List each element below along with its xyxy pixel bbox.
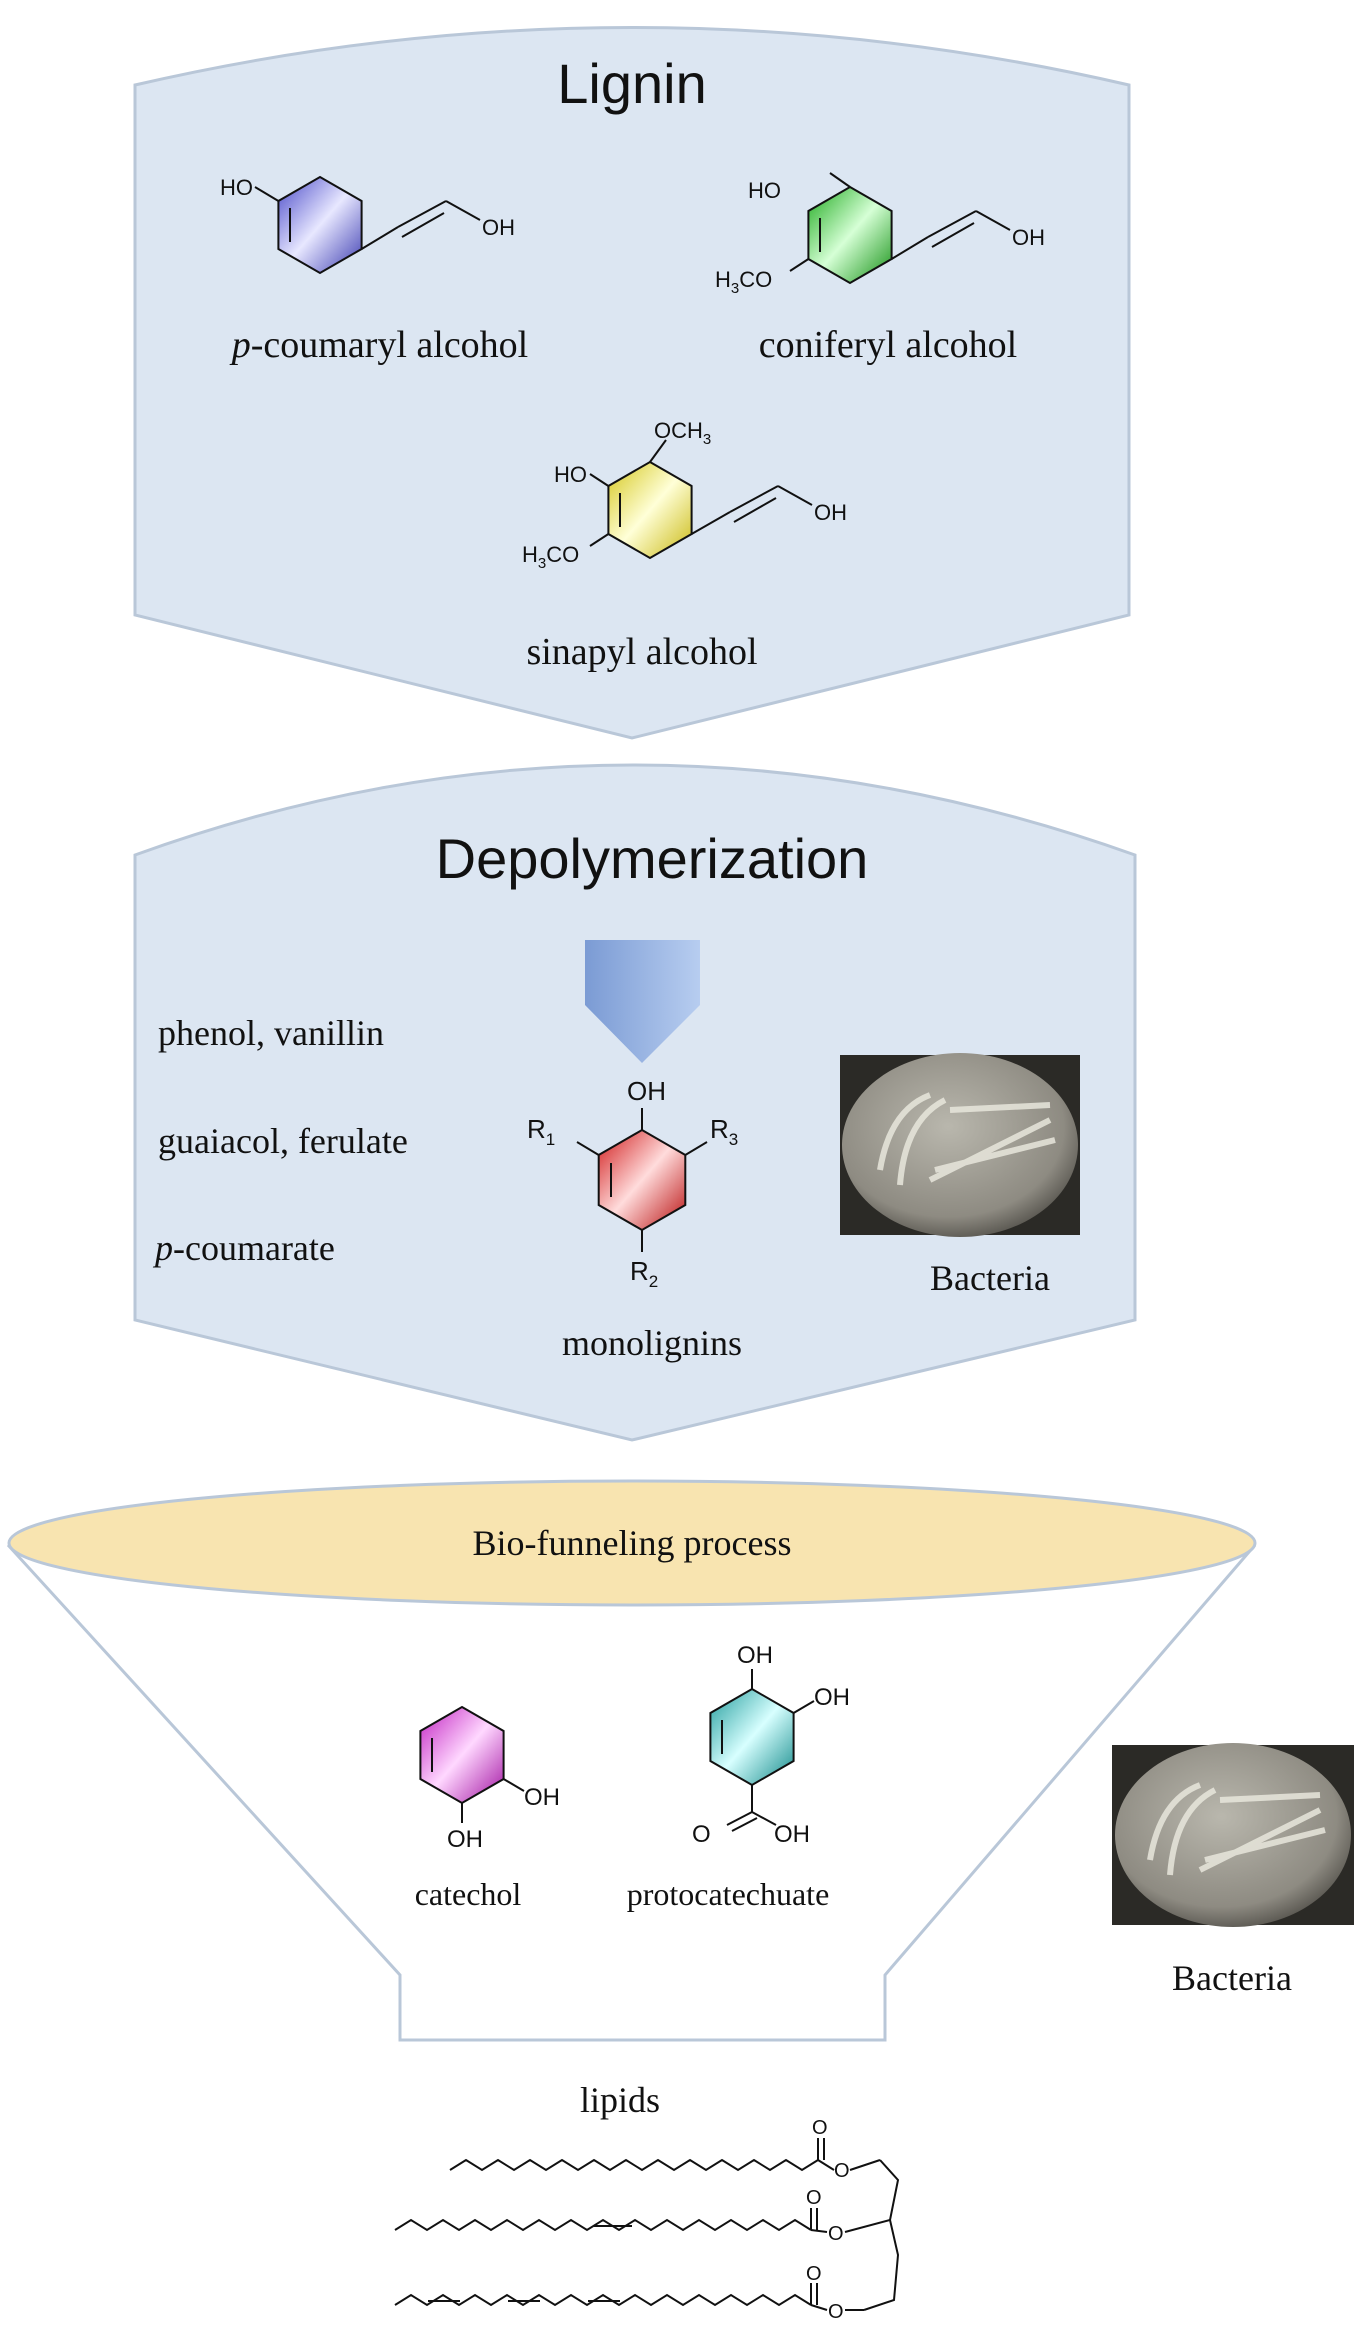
biofunneling-title: Bio-funneling process [473,1523,792,1563]
oxygen-label: O [828,2223,844,2245]
bacteria-petri-dish-image [840,1053,1080,1237]
depolymerization-item-2: guaiacol, ferulate [158,1121,408,1161]
oxygen-label: O [834,2160,850,2182]
benzene-ring [607,460,693,560]
sinapyl-alcohol-label: sinapyl alcohol [526,631,757,673]
protocatechuate-structure: OH OH O OH [692,1642,850,1848]
funnel-top-ellipse [7,1479,1257,1607]
coniferyl-alcohol-structure: HO H3CO OH [715,172,1045,297]
protocatechuate-label: protocatechuate [627,1876,830,1912]
p-coumaryl-alcohol-structure: HO OH [220,175,515,275]
bacteria-petri-dish-image-2 [1112,1743,1354,1927]
r3-label: R3 [710,1114,738,1149]
hydroxyl-label: HO [554,462,587,487]
biofunneling-funnel: Bio-funneling process OH OH catechol OH … [6,1479,1257,2042]
monolignins-label: monolignins [562,1323,742,1363]
funnel-body [6,1543,1257,2042]
monolignin-structure: OH R1 R3 R2 [527,1076,738,1291]
hydroxyl-label: OH [774,1821,810,1848]
depolymerization-item-3: p-coumarate [152,1228,335,1268]
lipids-label: lipids [580,2080,660,2120]
hydroxyl-label: HO [748,178,781,203]
down-arrow-icon [585,940,700,1063]
hydroxyl-label: OH [627,1076,666,1106]
hydroxyl-label: OH [482,215,515,240]
r2-label: R2 [630,1256,658,1291]
benzene-ring [807,185,893,285]
hydroxyl-label: OH [814,1684,850,1711]
oxygen-label: O [692,1821,711,1848]
bacteria-label-depolymerization: Bacteria [930,1258,1050,1298]
depolymerization-panel: Depolymerization phenol, vanillin guaiac… [133,763,1137,1442]
oxygen-label: O [812,2117,828,2139]
oxygen-label: O [828,2301,844,2323]
r1-label: R1 [527,1114,555,1149]
depolymerization-title: Depolymerization [436,827,869,890]
hydroxyl-label: OH [1012,225,1045,250]
methoxy-label: H3CO [522,542,579,572]
bacteria-label-funnel: Bacteria [1172,1958,1292,1998]
catechol-structure: OH OH [419,1705,560,1853]
triglyceride-structure [394,2138,900,2311]
lignin-title: Lignin [557,52,706,115]
hydroxyl-label: OH [737,1642,773,1669]
hydroxyl-label: OH [447,1826,483,1853]
p-coumaryl-alcohol-label: p-coumaryl alcohol [229,324,529,366]
catechol-label: catechol [415,1876,522,1912]
oxygen-label: O [806,2263,822,2285]
hydroxyl-label: OH [814,500,847,525]
depolymerization-item-1: phenol, vanillin [158,1013,384,1053]
hydroxyl-label: HO [220,175,253,200]
depolymerization-panel-shape [133,763,1137,1442]
sinapyl-alcohol-structure: OCH3 HO H3CO OH [522,418,847,572]
hydroxyl-label: OH [524,1784,560,1811]
lignin-panel: Lignin HO OH p-coumaryl alcohol HO H3CO [133,26,1131,740]
methoxy-label: H3CO [715,267,772,297]
methoxy-label: OCH3 [654,418,711,448]
oxygen-label: O [806,2187,822,2209]
coniferyl-alcohol-label: coniferyl alcohol [759,324,1018,366]
